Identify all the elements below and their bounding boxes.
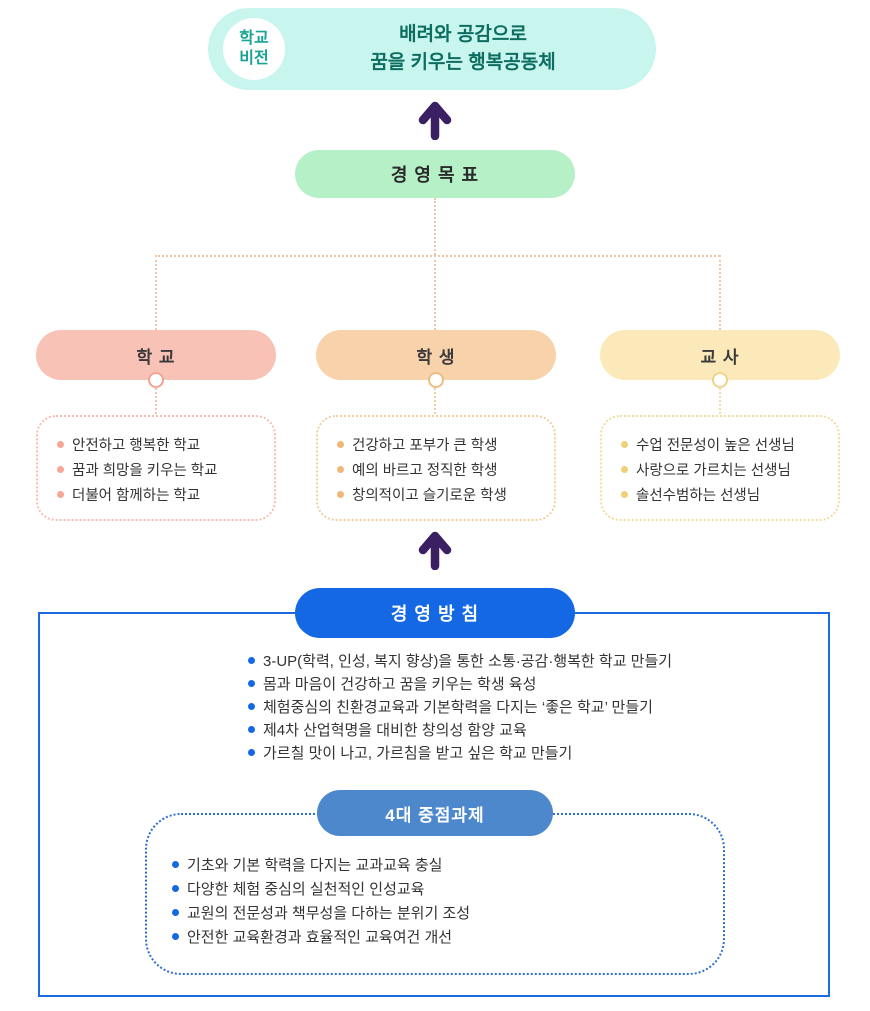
list-item-label: 3-UP(학력, 인성, 복지 향상)을 통한 소통·공감·행복한 학교 만들기 [263,653,673,670]
list-item: 3-UP(학력, 인성, 복지 향상)을 통한 소통·공감·행복한 학교 만들기 [248,649,672,672]
connector-school [155,255,157,330]
bullet-icon [621,491,628,498]
bullet-icon [57,491,64,498]
connector-student [434,255,436,330]
connector-horizontal [155,255,720,257]
student-goals-box: 건강하고 포부가 큰 학생 예의 바르고 정직한 학생 창의적이고 슬기로운 학… [316,415,556,521]
vision-badge-line2: 비전 [239,50,269,67]
teacher-goals-box: 수업 전문성이 높은 선생님 사랑으로 가르치는 선생님 솔선수범하는 선생님 [600,415,840,521]
bullet-icon [621,466,628,473]
list-item-label: 다양한 체험 중심의 실천적인 인성교육 [187,880,425,898]
category-pill-teacher: 교 사 [600,330,840,380]
arrow-up-icon [418,101,452,140]
list-item-label: 사랑으로 가르치는 선생님 [636,463,791,479]
list-item: 예의 바르고 정직한 학생 [337,457,544,482]
bullet-icon [57,441,64,448]
list-item-label: 체험중심의 친환경교육과 기본학력을 다지는 ‘좋은 학교’ 만들기 [263,699,653,716]
bullet-icon [172,908,179,916]
vision-title-line2: 꿈을 키우는 행복공동체 [370,52,556,73]
bullet-icon [621,441,628,448]
bullet-icon [248,657,255,664]
list-item: 기초와 기본 학력을 다지는 교과교육 충실 [172,852,470,876]
drop-teacher [719,388,721,414]
arrow-up-icon [418,531,452,570]
list-item: 수업 전문성이 높은 선생님 [621,432,828,457]
management-goal-pill: 경 영 목 표 [295,150,575,198]
drop-school [155,388,157,414]
node-circle-school [148,372,164,388]
category-pill-student: 학 생 [316,330,556,380]
list-item-label: 가르칠 맛이 나고, 가르침을 받고 싶은 학교 만들기 [263,745,573,762]
list-item-label: 꿈과 희망을 키우는 학교 [72,463,218,479]
bullet-icon [248,680,255,687]
list-item-label: 교원의 전문성과 책무성을 다하는 분위기 조성 [187,904,471,922]
list-item-label: 예의 바르고 정직한 학생 [352,463,498,479]
key-tasks-list: 기초와 기본 학력을 다지는 교과교육 충실 다양한 체험 중심의 실천적인 인… [172,852,470,948]
bullet-icon [248,726,255,733]
bullet-icon [337,491,344,498]
vision-badge: 학교 비전 [223,18,285,80]
bullet-icon [337,441,344,448]
vision-badge-line1: 학교 [239,30,269,47]
list-item-label: 건강하고 포부가 큰 학생 [352,438,498,454]
node-circle-student [428,372,444,388]
vision-title: 배려와 공감으로 꿈을 키우는 행복공동체 [296,8,630,90]
vision-banner: 학교 비전 배려와 공감으로 꿈을 키우는 행복공동체 [208,8,656,90]
key-tasks-pill: 4대 중점과제 [317,790,553,836]
list-item-label: 더불어 함께하는 학교 [72,488,201,504]
list-item-label: 창의적이고 슬기로운 학생 [352,488,507,504]
list-item: 사랑으로 가르치는 선생님 [621,457,828,482]
list-item: 가르칠 맛이 나고, 가르침을 받고 싶은 학교 만들기 [248,741,672,764]
bullet-icon [172,860,179,868]
list-item: 더불어 함께하는 학교 [57,482,264,507]
list-item-label: 몸과 마음이 건강하고 꿈을 키우는 학생 육성 [263,676,537,693]
bullet-icon [337,466,344,473]
connector-teacher [719,255,721,330]
list-item: 몸과 마음이 건강하고 꿈을 키우는 학생 육성 [248,672,672,695]
list-item-label: 안전하고 행복한 학교 [72,438,201,454]
list-item-label: 솔선수범하는 선생님 [636,488,761,504]
list-item: 건강하고 포부가 큰 학생 [337,432,544,457]
drop-student [434,388,436,414]
bullet-icon [172,884,179,892]
list-item: 꿈과 희망을 키우는 학교 [57,457,264,482]
bullet-icon [248,703,255,710]
list-item: 교원의 전문성과 책무성을 다하는 분위기 조성 [172,900,470,924]
bullet-icon [57,466,64,473]
list-item: 체험중심의 친환경교육과 기본학력을 다지는 ‘좋은 학교’ 만들기 [248,695,672,718]
node-circle-teacher [712,372,728,388]
list-item: 제4차 산업혁명을 대비한 창의성 함양 교육 [248,718,672,741]
list-item-label: 기초와 기본 학력을 다지는 교과교육 충실 [187,856,443,874]
list-item: 솔선수범하는 선생님 [621,482,828,507]
category-pill-school: 학 교 [36,330,276,380]
list-item-label: 수업 전문성이 높은 선생님 [636,438,795,454]
connector-stem [434,198,436,255]
school-goals-box: 안전하고 행복한 학교 꿈과 희망을 키우는 학교 더불어 함께하는 학교 [36,415,276,521]
list-item: 창의적이고 슬기로운 학생 [337,482,544,507]
management-policy-list: 3-UP(학력, 인성, 복지 향상)을 통한 소통·공감·행복한 학교 만들기… [248,649,672,764]
list-item-label: 제4차 산업혁명을 대비한 창의성 함양 교육 [263,722,527,739]
list-item: 다양한 체험 중심의 실천적인 인성교육 [172,876,470,900]
vision-title-line1: 배려와 공감으로 [399,23,527,45]
management-policy-pill: 경 영 방 침 [295,588,575,638]
bullet-icon [248,749,255,756]
list-item: 안전하고 행복한 학교 [57,432,264,457]
list-item-label: 안전한 교육환경과 효율적인 교육여건 개선 [187,928,453,946]
list-item: 안전한 교육환경과 효율적인 교육여건 개선 [172,924,470,948]
bullet-icon [172,932,179,940]
